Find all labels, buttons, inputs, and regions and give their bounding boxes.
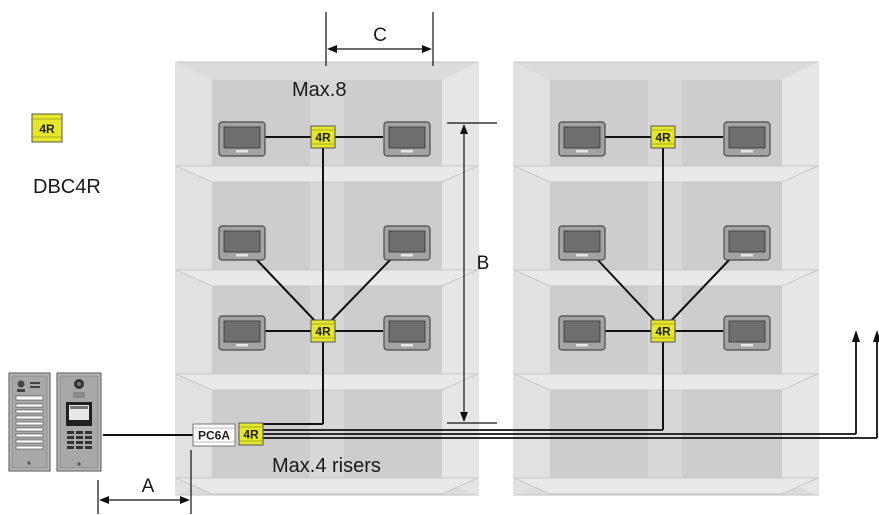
monitor-icon: [723, 315, 771, 351]
svg-text:4R: 4R: [243, 428, 259, 442]
arrow-up-icon: [852, 330, 860, 342]
max-risers-label: Max.4 risers: [272, 455, 381, 477]
distributor-box: 4R: [310, 125, 336, 149]
monitor-icon: [218, 121, 266, 157]
legend-model-name: DBC4R: [33, 176, 101, 198]
monitor-icon: [558, 315, 606, 351]
distributor-box: 4R: [310, 319, 336, 343]
distributor-box: 4R: [650, 319, 676, 343]
door-station-icon: [8, 372, 51, 472]
monitor-icon: [723, 121, 771, 157]
monitor-icon: [558, 121, 606, 157]
svg-text:4R: 4R: [315, 325, 331, 339]
arrow-up-icon: [873, 330, 879, 342]
monitor-icon: [383, 315, 431, 351]
wiring: [103, 136, 878, 439]
svg-text:4R: 4R: [655, 325, 671, 339]
svg-text:PC6A: PC6A: [198, 429, 230, 443]
dimension-b: [447, 122, 497, 424]
monitor-icon: [218, 225, 266, 261]
dimension-a-label: A: [142, 476, 155, 497]
svg-text:4R: 4R: [39, 122, 55, 136]
dimension-b-label: B: [477, 253, 490, 274]
svg-text:4R: 4R: [655, 131, 671, 145]
max-monitors-label: Max.8: [292, 79, 346, 101]
legend-symbol: 4R: [31, 113, 63, 143]
camera-panel-icon: [56, 372, 102, 472]
dimension-c: [325, 12, 434, 66]
monitor-icon: [218, 315, 266, 351]
distributor-box-main: 4R: [238, 422, 264, 446]
dimension-a: [97, 450, 192, 514]
monitor-icon: [383, 225, 431, 261]
monitor-icon: [558, 225, 606, 261]
distributors: 4R 4R 4R 4R 4R: [238, 125, 676, 446]
monitor-icon: [383, 121, 431, 157]
distributor-box: 4R: [650, 125, 676, 149]
svg-text:4R: 4R: [315, 131, 331, 145]
power-supply-box: PC6A: [192, 423, 236, 447]
dimension-c-label: C: [373, 25, 387, 46]
monitor-icon: [723, 225, 771, 261]
building-1: [175, 61, 479, 496]
